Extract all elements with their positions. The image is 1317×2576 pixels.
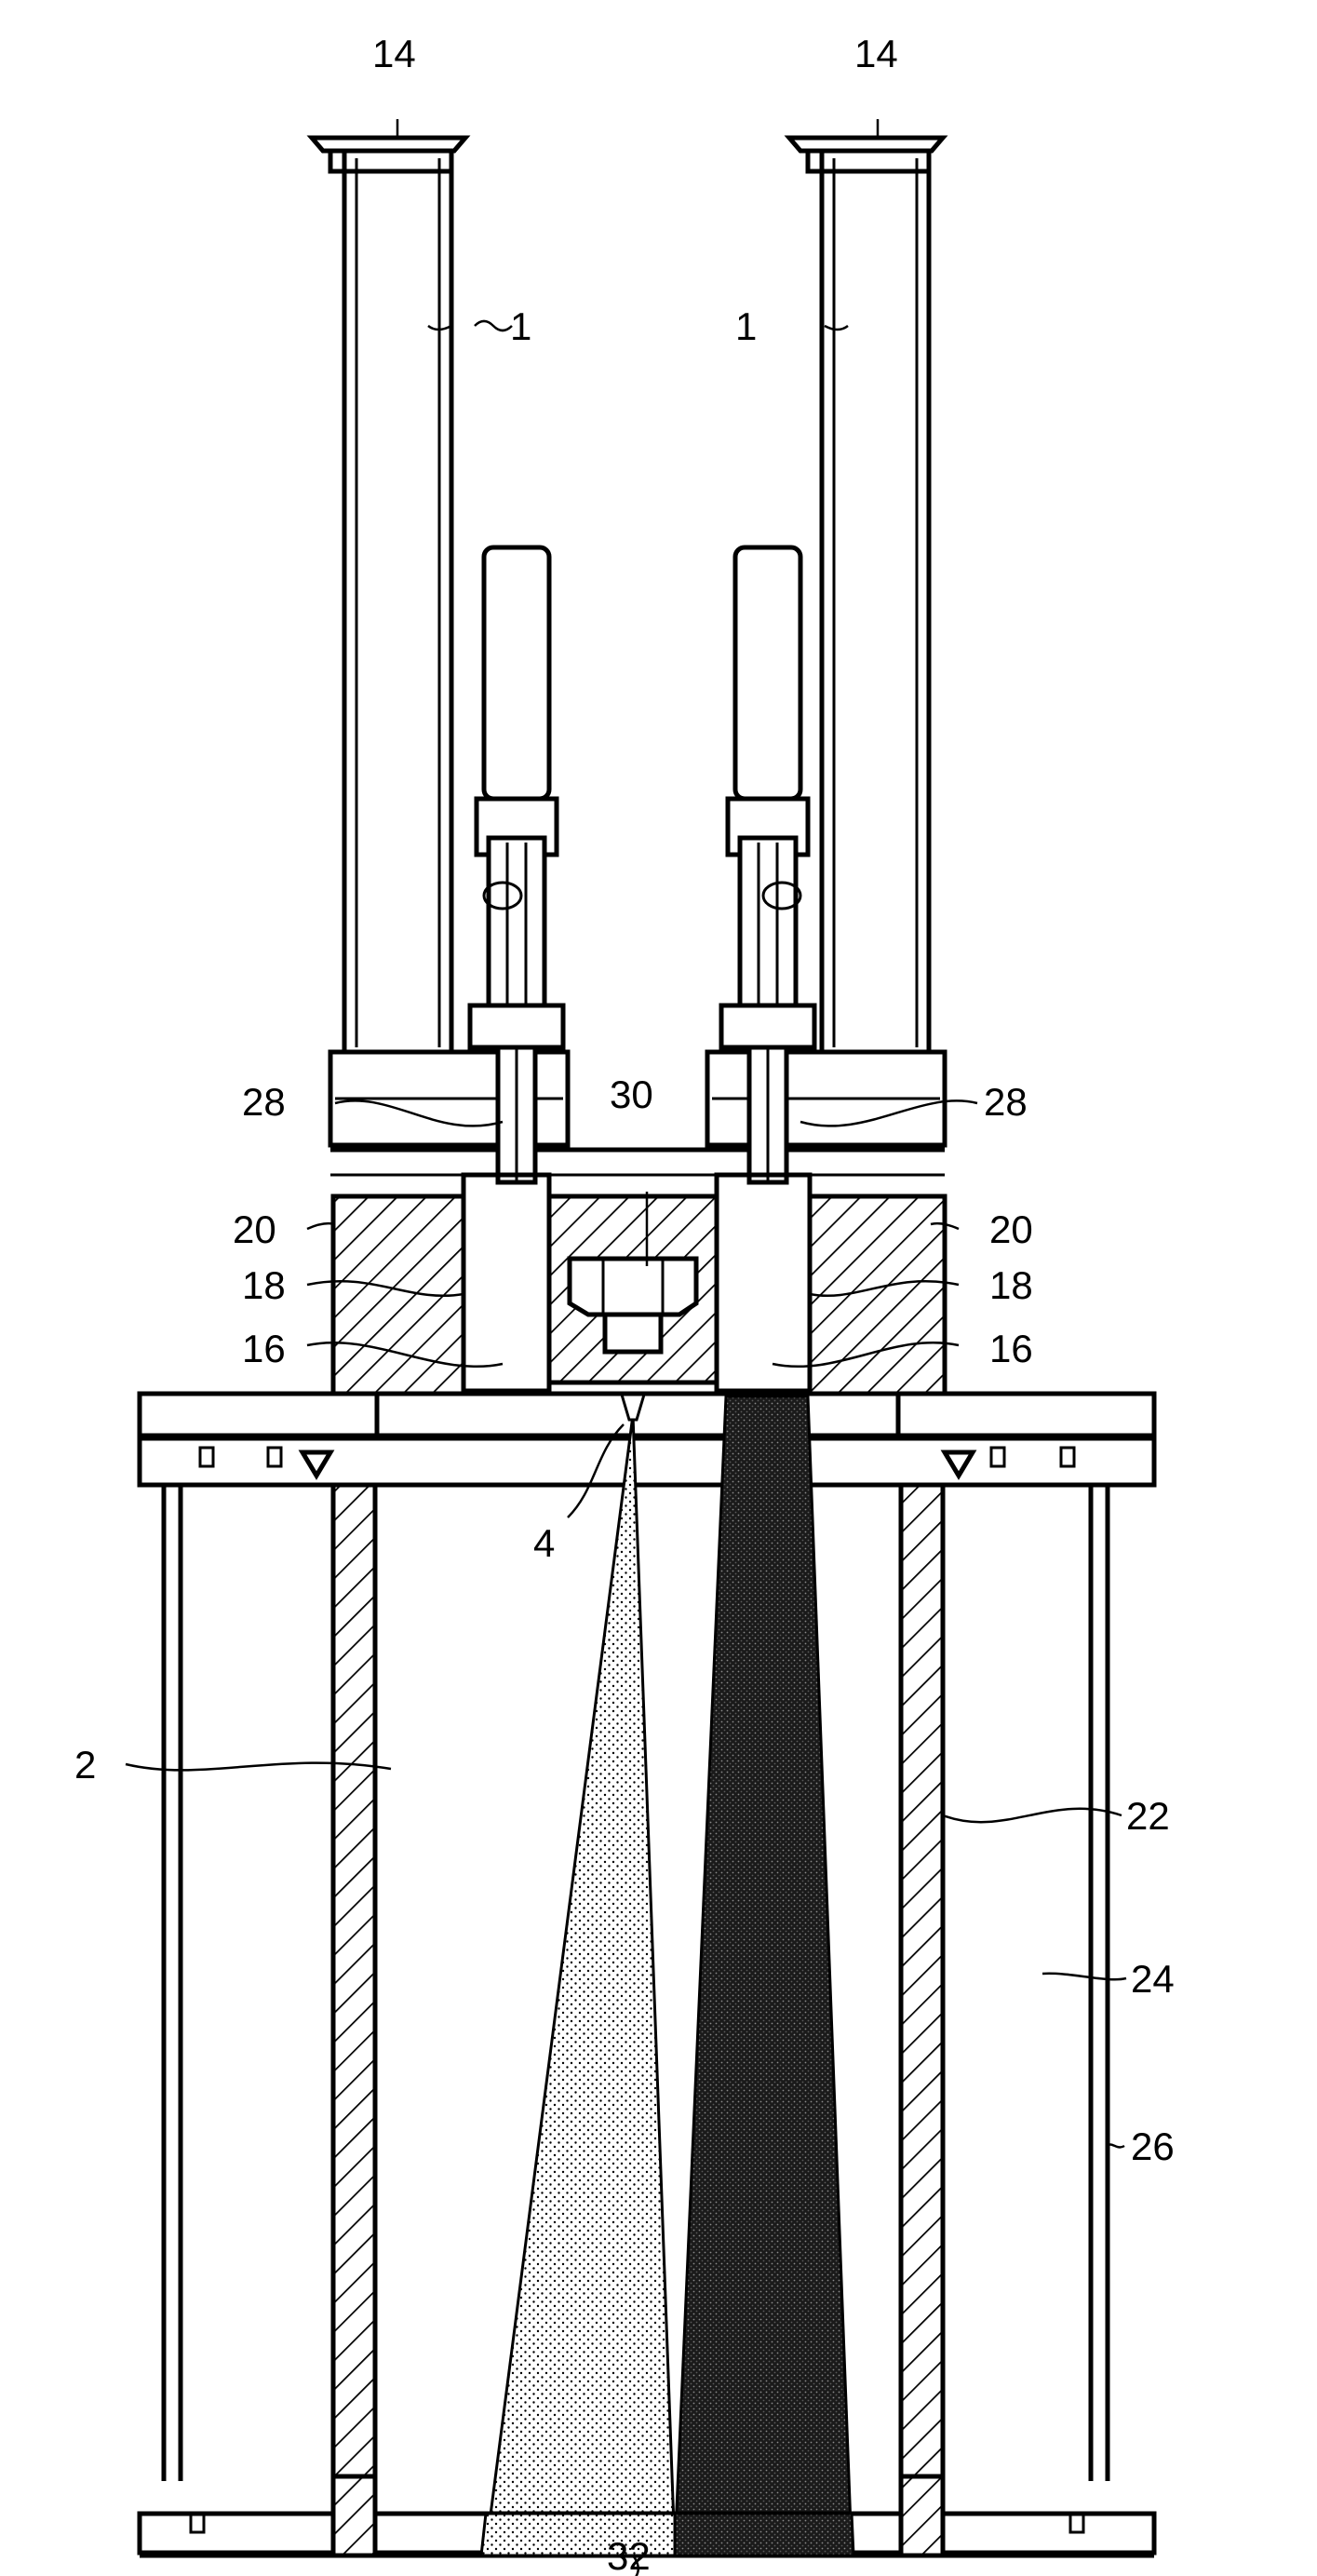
outer-wall-right [1091,1485,1108,2481]
cross-plate [140,1394,1154,1485]
dark-spray-cone [675,1396,852,2551]
label-block-right: 20 [989,1207,1033,1251]
left-injector [470,547,563,1052]
label-cap-left: 14 [372,32,416,75]
light-spray-cone [486,1415,675,2551]
left-tube [344,151,451,1052]
liner-left [333,1485,375,2551]
hatched-block [333,1175,945,1429]
right-injector [721,547,814,1052]
label-outer-space: 24 [1131,1957,1175,2001]
label-nozzle: 4 [533,1521,555,1565]
liner-right-bottom [901,2476,943,2556]
label-chamber: 2 [74,1743,96,1787]
left-cap [312,138,465,171]
label-liner: 22 [1126,1794,1170,1838]
right-fitting [749,1047,786,1182]
label-block-center: 30 [610,1072,653,1116]
label-fitting-left: 28 [242,1080,286,1124]
right-cap [789,138,943,171]
label-outer-wall: 26 [1131,2124,1175,2168]
label-bore-right: 16 [989,1327,1033,1370]
label-outlet: 32 [607,2534,651,2576]
label-tube-left: 1 [510,304,531,348]
dark-spray-base [675,2514,853,2556]
outer-wall-left [164,1485,181,2481]
label-block-left: 20 [233,1207,276,1251]
label-bore-left: 16 [242,1327,286,1370]
label-bore-wall-left: 18 [242,1263,286,1307]
liner-left-bottom [333,2476,375,2556]
label-tube-right: 1 [735,304,757,348]
label-bore-wall-right: 18 [989,1263,1033,1307]
liner-right [901,1485,943,2551]
label-fitting-right: 28 [984,1080,1028,1124]
left-fitting [498,1047,535,1182]
label-cap-right: 14 [854,32,898,75]
right-tube [822,151,929,1052]
